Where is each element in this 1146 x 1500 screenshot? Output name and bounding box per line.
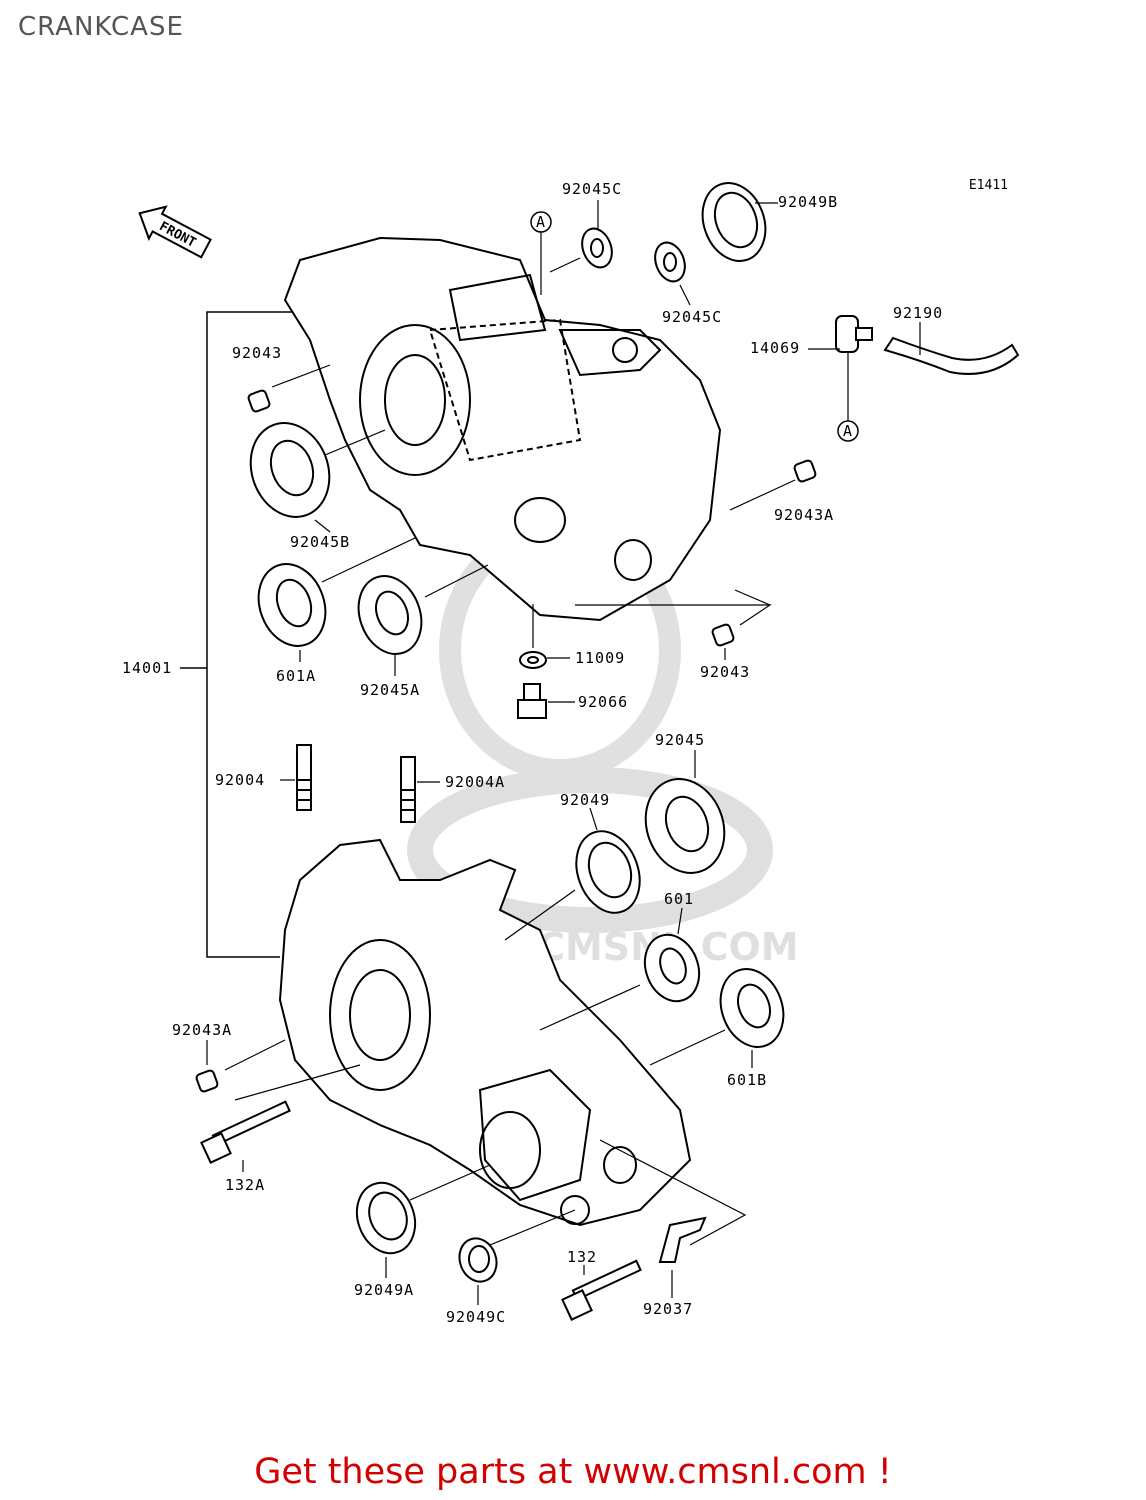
footer-link[interactable]: Get these parts at www.cmsnl.com ! [254, 1452, 892, 1492]
clamp-92037 [658, 1216, 707, 1263]
bearing-92045A [357, 575, 423, 655]
reference-marker-a-bottom-label: A [843, 422, 853, 440]
dowel-pin-92043A-upper [793, 459, 817, 483]
label-92049C: 92049C [446, 1308, 506, 1326]
bearing-92045C-top [581, 227, 613, 269]
label-601B: 601B [727, 1071, 767, 1089]
label-92045: 92045 [655, 731, 705, 749]
label-92004A: 92004A [445, 773, 505, 791]
reference-marker-a-bottom: A [837, 420, 859, 442]
oil-seal-92049 [575, 830, 641, 914]
dowel-pin-92043-right [711, 623, 735, 647]
label-92049B: 92049B [778, 193, 838, 211]
elbow-fitting-14069 [835, 315, 873, 353]
assembly-bracket [180, 311, 300, 958]
label-92043: 92043 [232, 344, 282, 362]
label-92037: 92037 [643, 1300, 693, 1318]
label-92045B: 92045B [290, 533, 350, 551]
bolt-132A [200, 1100, 291, 1164]
page-title: CRANKCASE [18, 12, 184, 42]
label-14069: 14069 [750, 339, 800, 357]
drain-plug-92066 [517, 683, 547, 719]
label-11009: 11009 [575, 649, 625, 667]
bearing-601 [643, 933, 701, 1003]
label-92004: 92004 [215, 771, 265, 789]
bearing-601B [719, 968, 785, 1048]
label-132A: 132A [225, 1176, 265, 1194]
bearing-601A [257, 563, 327, 647]
washer-11009 [519, 651, 547, 669]
lower-crankcase-half [278, 838, 692, 1227]
label-14001: 14001 [122, 659, 172, 677]
diagram-code: E1411 [968, 178, 1008, 193]
breather-hose-92190 [883, 336, 1020, 375]
oil-seal-92049A [355, 1181, 417, 1255]
stud-92004 [296, 744, 312, 811]
label-92045C-top: 92045C [562, 180, 622, 198]
dowel-pin-92043A-lower [195, 1069, 219, 1093]
label-92045C-mid: 92045C [662, 308, 722, 326]
reference-marker-a-top-label: A [536, 213, 546, 231]
label-92190: 92190 [893, 304, 943, 322]
label-92049A: 92049A [354, 1281, 414, 1299]
label-92043A-left: 92043A [172, 1021, 232, 1039]
oil-seal-92049B [701, 182, 767, 262]
stud-92004A [400, 756, 416, 823]
bearing-92045 [644, 778, 726, 874]
dowel-pin-92043 [247, 389, 271, 413]
label-601A: 601A [276, 667, 316, 685]
label-92066: 92066 [578, 693, 628, 711]
label-92049: 92049 [560, 791, 610, 809]
label-132: 132 [567, 1248, 597, 1266]
bearing-92045B [249, 422, 331, 518]
label-92043-right: 92043 [700, 663, 750, 681]
label-92045A: 92045A [360, 681, 420, 699]
label-601: 601 [664, 890, 694, 908]
leader-lines [206, 200, 921, 1305]
bolt-132 [561, 1259, 642, 1321]
oil-seal-92049C [458, 1237, 498, 1283]
label-92043A-right: 92043A [774, 506, 834, 524]
bearing-92045C-mid [654, 241, 686, 283]
front-arrow-icon: FRONT [138, 205, 212, 259]
upper-crankcase-half [283, 236, 722, 622]
reference-marker-a-top: A [530, 211, 552, 233]
